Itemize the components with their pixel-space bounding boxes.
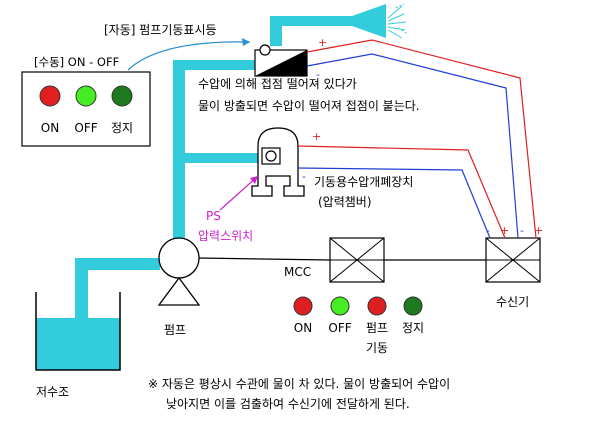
pressure-gauge-icon bbox=[265, 150, 277, 162]
pressure-chamber bbox=[251, 127, 305, 197]
polarity-plus-r1: + bbox=[500, 224, 509, 237]
polarity-plus-contact: + bbox=[318, 36, 327, 49]
mcc-lamp-0[interactable] bbox=[293, 296, 313, 316]
contact-note-line1: 수압에 의해 접점 떨어져 있다가 bbox=[198, 77, 357, 91]
pipes bbox=[75, 4, 386, 338]
polarity-plus-ps: + bbox=[312, 130, 321, 143]
mcc-label: MCC bbox=[284, 265, 311, 279]
mcc-lamp-sublabel-2: 기동 bbox=[366, 341, 388, 355]
reservoir-label: 저수조 bbox=[36, 385, 69, 399]
manual-lamp-2[interactable] bbox=[111, 85, 133, 107]
pressure-switch-label: 압력스위치 bbox=[198, 229, 253, 243]
auto-pump-indicator-label: [자동] 펌프기동표시등 bbox=[104, 23, 217, 37]
mcc-lamp-3[interactable] bbox=[403, 296, 423, 316]
main-riser-pipe bbox=[173, 60, 185, 240]
ps-branch-pipe bbox=[173, 153, 258, 163]
footnote-line1: ※ 자동은 평상시 수관에 물이 차 있다. 물이 방출되어 수압이 bbox=[148, 377, 450, 391]
manual-lamp-1[interactable] bbox=[75, 85, 97, 107]
polarity-plus-r2: + bbox=[534, 224, 543, 237]
contact-note-line2: 물이 방출되면 수압이 떨어져 접점이 붙는다. bbox=[198, 99, 420, 113]
pressure-device-label: 기동용수압개폐장치 bbox=[314, 175, 413, 189]
pump-mcc-line bbox=[198, 257, 331, 261]
manual-lamp-label-2: 정지 bbox=[111, 121, 133, 135]
mcc-lamp-label-3: 정지 bbox=[402, 321, 424, 335]
nozzle-feed-pipe bbox=[270, 16, 358, 26]
polarity-minus-ps: - bbox=[302, 170, 306, 183]
manual-lamp-0[interactable] bbox=[39, 85, 61, 107]
polarity-minus-contact: - bbox=[316, 68, 320, 81]
manual-lamp-label-1: OFF bbox=[74, 121, 97, 135]
pressure-chamber-label: (압력챔버) bbox=[318, 194, 372, 209]
pump-symbol bbox=[157, 237, 201, 306]
top-horizontal-pipe bbox=[173, 60, 255, 70]
mcc-lamp-row: ON OFF 펌프기동 정지 bbox=[293, 296, 424, 355]
ps-negative-wire bbox=[297, 167, 491, 239]
mcc-lamp-1[interactable] bbox=[330, 296, 350, 316]
mcc-lamp-label-0: ON bbox=[294, 321, 312, 335]
ps-positive-wire bbox=[297, 145, 506, 239]
suction-pipe bbox=[75, 258, 160, 338]
polarity-minus-r2: - bbox=[520, 224, 524, 237]
ps-arrow bbox=[219, 175, 259, 211]
wiring bbox=[198, 39, 537, 261]
pump-base-icon bbox=[157, 276, 201, 306]
contact-positive-wire bbox=[306, 39, 537, 239]
footnote-line2: 낮아지면 이를 검출하여 수신기에 전달하게 된다. bbox=[166, 397, 410, 411]
manual-panel-title: [수동] ON - OFF bbox=[34, 55, 119, 69]
water-spray bbox=[387, 3, 409, 39]
receiver-box bbox=[485, 237, 541, 283]
indicator-arrow bbox=[127, 41, 251, 71]
mcc-box bbox=[329, 237, 385, 283]
manual-lamp-label-0: ON bbox=[41, 121, 59, 135]
manual-panel: [수동] ON - OFF ON OFF 정지 bbox=[21, 55, 151, 147]
spray-nozzle bbox=[352, 4, 386, 38]
mcc-lamp-2[interactable] bbox=[367, 296, 387, 316]
annotation-arrows bbox=[127, 38, 259, 211]
contact-pivot-icon bbox=[259, 44, 271, 56]
contact-negative-wire bbox=[306, 53, 519, 239]
mcc-lamp-label-2: 펌프 bbox=[366, 321, 388, 335]
ps-label: PS bbox=[206, 209, 221, 223]
mcc-lamp-label-1: OFF bbox=[328, 321, 351, 335]
contact-switch-box bbox=[254, 44, 308, 77]
polarity-marks: + - + - - + - + bbox=[302, 36, 543, 237]
pump-label: 펌프 bbox=[164, 323, 186, 337]
polarity-minus-r1: - bbox=[486, 224, 490, 237]
receiver-label: 수신기 bbox=[496, 295, 529, 309]
